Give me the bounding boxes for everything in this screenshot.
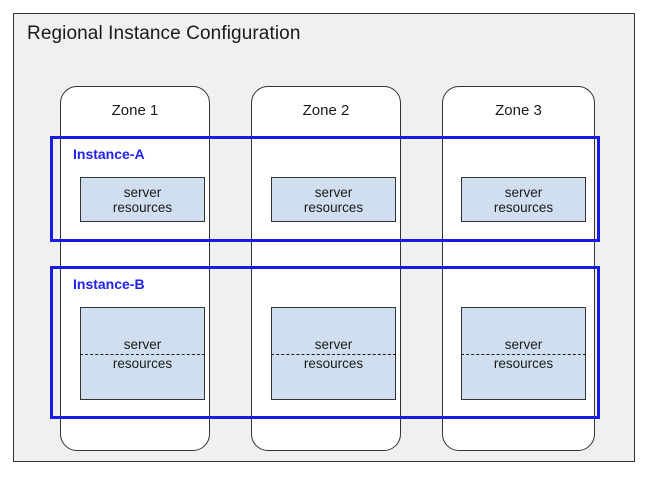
- server-resources-box[interactable]: server resources: [461, 307, 586, 400]
- server-resources-box[interactable]: server resources: [80, 307, 205, 400]
- resource-line-2: resources: [112, 199, 173, 215]
- instance-band-b[interactable]: Instance-B: [50, 266, 600, 419]
- server-resources-box[interactable]: server resources: [271, 307, 396, 400]
- instance-label-b: Instance-B: [73, 276, 145, 292]
- instance-label-a: Instance-A: [73, 146, 145, 162]
- region-container: Regional Instance Configuration Zone 1 Z…: [13, 13, 635, 462]
- instance-band-a[interactable]: Instance-A: [50, 136, 600, 242]
- resource-line-1: server: [123, 184, 162, 200]
- zone-label-2: Zone 2: [302, 102, 350, 119]
- server-resources-box[interactable]: server resources: [461, 177, 586, 222]
- resource-line-2: resources: [493, 199, 554, 215]
- resource-line-2: resources: [303, 356, 364, 371]
- resource-line-2: resources: [493, 356, 554, 371]
- resource-line-1: server: [504, 184, 543, 200]
- resource-line-2: resources: [112, 356, 173, 371]
- resource-split-divider: [461, 354, 586, 355]
- resource-line-1: server: [314, 184, 353, 200]
- server-resources-box[interactable]: server resources: [80, 177, 205, 222]
- resource-split-divider: [271, 354, 396, 355]
- resource-split-divider: [80, 354, 205, 355]
- resource-line-1: server: [504, 337, 543, 352]
- resource-line-1: server: [314, 337, 353, 352]
- resource-line-2: resources: [303, 199, 364, 215]
- resource-line-1: server: [123, 337, 162, 352]
- server-resources-box[interactable]: server resources: [271, 177, 396, 222]
- page-title: Regional Instance Configuration: [27, 23, 301, 44]
- zone-label-3: Zone 3: [495, 102, 542, 119]
- zone-label-1: Zone 1: [111, 102, 159, 119]
